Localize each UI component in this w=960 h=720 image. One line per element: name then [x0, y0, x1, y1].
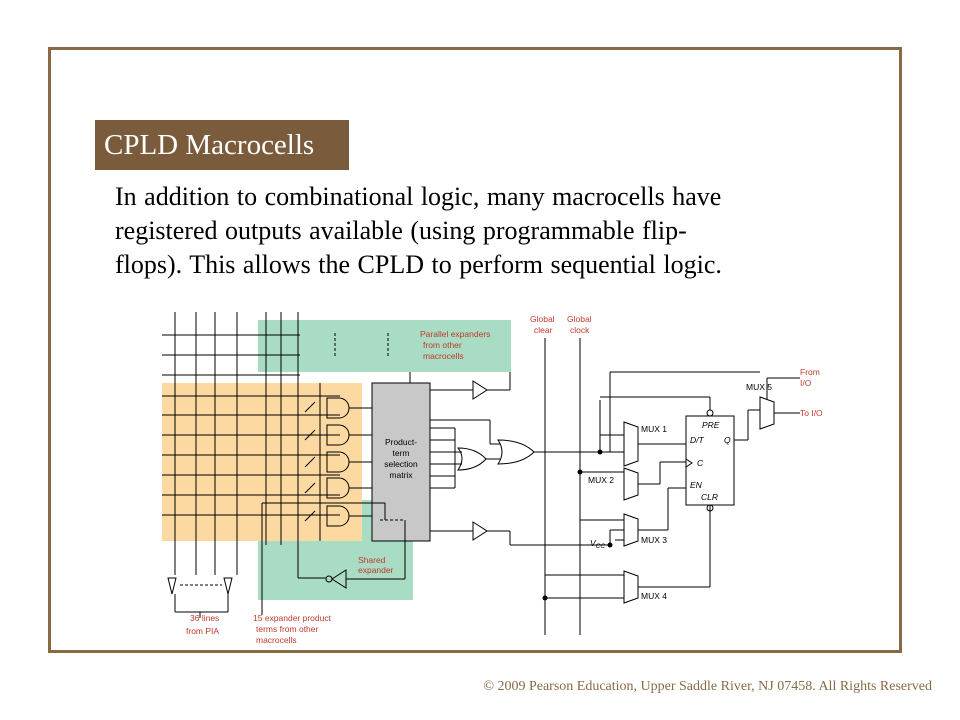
- expander-terms-label-2: terms from other: [256, 624, 319, 634]
- body-line-1: In addition to combinational logic, many…: [115, 182, 722, 211]
- body-line-2: registered outputs available (using prog…: [115, 216, 687, 245]
- global-clock-label-1: Global: [567, 314, 592, 324]
- global-clock-label-2: clock: [570, 325, 590, 335]
- mux4-label: MUX 4: [641, 591, 667, 601]
- slide-body: In addition to combinational logic, many…: [115, 180, 875, 282]
- pia-lines-label-1: 36 lines: [190, 613, 219, 623]
- mux5-label: MUX 5: [746, 382, 772, 392]
- mux3-label: MUX 3: [641, 535, 667, 545]
- parallel-expanders-label-3: macrocells: [423, 351, 464, 361]
- product-term-label-4: matrix: [389, 470, 413, 480]
- product-term-matrix: [371, 382, 431, 542]
- vcc-label: VCC: [590, 538, 605, 550]
- to-io-label: To I/O: [800, 408, 823, 418]
- parallel-expander-region: [258, 320, 511, 372]
- parallel-expanders-label-1: Parallel expanders: [420, 329, 490, 339]
- copyright-notice: © 2009 Pearson Education, Upper Saddle R…: [483, 679, 932, 694]
- body-line-3: flops). This allows the CPLD to perform …: [115, 250, 722, 279]
- ff-clr-label: CLR: [701, 492, 718, 502]
- product-term-label-3: selection: [384, 459, 418, 469]
- shared-expander-label-2: expander: [358, 565, 394, 575]
- shared-expander-label-1: Shared: [358, 555, 386, 565]
- product-term-label-1: Product-: [385, 437, 417, 447]
- ff-pre-label: PRE: [702, 420, 720, 430]
- expander-terms-label-1: 15 expander product: [253, 613, 332, 623]
- mux2-label: MUX 2: [588, 475, 614, 485]
- ff-c-label: C: [697, 458, 704, 468]
- parallel-expanders-label-2: from other: [423, 340, 462, 350]
- pia-lines-label-2: from PIA: [186, 626, 219, 636]
- product-term-label-2: term: [393, 448, 410, 458]
- slide-frame: [48, 47, 902, 653]
- from-io-label-2: I/O: [800, 378, 812, 388]
- from-io-label-1: From: [800, 367, 820, 377]
- global-clear-label-1: Global: [530, 314, 555, 324]
- global-clear-label-2: clear: [534, 325, 553, 335]
- slide-title: CPLD Macrocells: [95, 120, 349, 170]
- ff-dt-label: D/T: [690, 435, 705, 445]
- mux1-label: MUX 1: [641, 424, 667, 434]
- ff-en-label: EN: [690, 480, 703, 490]
- expander-terms-label-3: macrocells: [256, 635, 297, 645]
- ff-q-label: Q: [724, 435, 731, 445]
